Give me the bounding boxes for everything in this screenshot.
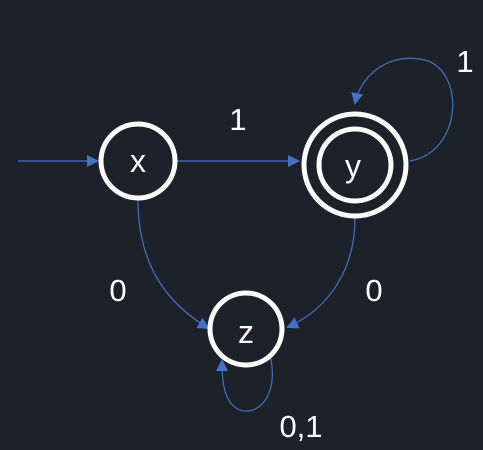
edge-x-to-z	[137, 199, 210, 330]
edge-z-self-loop-label: 0,1	[279, 409, 322, 444]
edge-y-to-z-label: 0	[365, 273, 382, 308]
state-x-label: x	[130, 143, 146, 179]
state-x-ring	[98, 121, 178, 201]
edge-z-self-loop	[216, 354, 273, 412]
state-z: z	[207, 290, 285, 368]
state-y-label: y	[345, 148, 361, 184]
state-z-label: z	[238, 314, 254, 350]
state-x: x	[98, 121, 178, 201]
edge-y-self-loop	[351, 57, 454, 162]
edge-x-to-y-label: 1	[229, 102, 246, 137]
edge-x-to-z-label: 0	[109, 273, 126, 308]
state-y: y	[301, 111, 409, 219]
state-y-inner-ring	[316, 126, 394, 204]
edge-y-to-z	[286, 213, 356, 329]
state-y-outer-ring	[301, 111, 409, 219]
state-z-ring	[207, 290, 285, 368]
edge-y-self-loop-label: 1	[456, 44, 473, 79]
